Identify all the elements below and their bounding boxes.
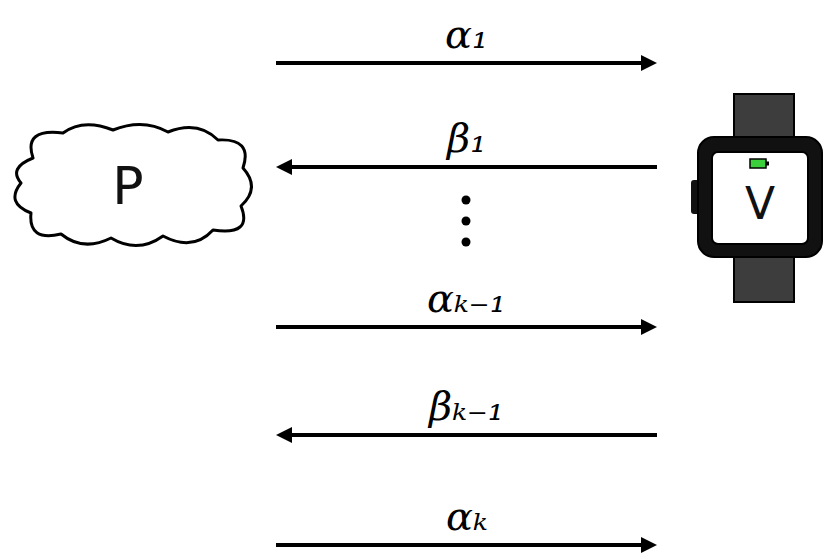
party-letter: P xyxy=(63,148,193,224)
arrow-shaft xyxy=(288,433,657,437)
message-label: βₖ₋₁ xyxy=(429,384,504,428)
battery-icon xyxy=(750,159,766,168)
arrow-head xyxy=(641,537,657,553)
arrow-shaft xyxy=(288,165,657,169)
prover-cloud: P xyxy=(3,118,259,254)
vertical-ellipsis xyxy=(462,196,471,247)
message-arrow xyxy=(276,159,657,175)
arrow-shaft xyxy=(276,325,645,329)
watch-band xyxy=(734,252,794,302)
message-arrow xyxy=(276,319,657,335)
ellipsis-dot xyxy=(462,217,471,226)
arrow-shaft xyxy=(276,543,645,547)
message-label: αₖ₋₁ xyxy=(427,276,506,320)
arrow-head xyxy=(641,319,657,335)
verifier-watch: V xyxy=(690,92,824,304)
message-arrow xyxy=(276,537,657,553)
message-arrow xyxy=(276,55,657,71)
watch-screen xyxy=(712,152,808,244)
arrow-head xyxy=(276,427,292,443)
message-label: β₁ xyxy=(447,116,486,160)
arrow-head xyxy=(276,159,292,175)
message-arrow xyxy=(276,427,657,443)
ellipsis-dot xyxy=(462,196,471,205)
arrow-shaft xyxy=(276,61,645,65)
arrow-head xyxy=(641,55,657,71)
battery-tip xyxy=(766,162,769,166)
cloud-outline xyxy=(15,124,252,245)
message-label: α₁ xyxy=(445,12,488,56)
party-letter: V xyxy=(712,166,808,240)
watch-body xyxy=(698,137,822,257)
message-label: αₖ xyxy=(446,494,488,538)
ellipsis-dot xyxy=(462,238,471,247)
